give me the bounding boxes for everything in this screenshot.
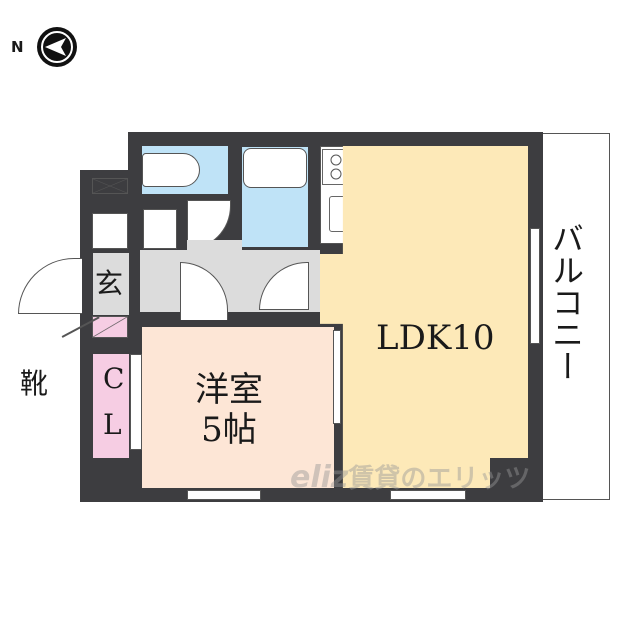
entrance-label: 玄: [95, 267, 124, 300]
closet-door: [130, 354, 142, 450]
closet-label-c: C: [103, 362, 125, 395]
washing-machine-space: [92, 213, 128, 249]
closet: [93, 354, 129, 458]
north-arrow-icon: [36, 26, 78, 68]
ldk-room-main: [354, 146, 528, 488]
shoe-storage-label: 靴: [20, 367, 49, 400]
western-room-size: 5帖: [201, 410, 257, 450]
western-room: [142, 327, 334, 488]
western-room-sliding-door: [333, 330, 341, 424]
storage-x: [92, 178, 128, 194]
entrance: [93, 253, 129, 315]
western-room-name: 洋室: [195, 370, 263, 410]
ldk-room-ext: [320, 254, 354, 312]
ldk-corner-pillar: [490, 458, 530, 490]
watermark: eliz賃貸のエリッツ: [290, 458, 530, 495]
ldk-balcony-door: [530, 228, 540, 344]
watermark-text: 賃貸のエリッツ: [348, 464, 531, 494]
watermark-logo: eliz: [290, 460, 349, 495]
ldk-label: LDK10: [376, 318, 495, 358]
balcony-label: バルコニー: [547, 222, 585, 382]
western-room-window: [187, 490, 261, 500]
closet-label-l: L: [103, 408, 122, 441]
entry-door-swing: [18, 258, 82, 314]
bathtub-icon: [243, 148, 307, 188]
shoe-storage: [92, 316, 128, 338]
toilet-icon: [142, 153, 200, 187]
hallway-upper: [187, 240, 242, 260]
washbasin: [143, 209, 177, 249]
compass-label: N: [11, 38, 24, 56]
ldk-window: [390, 490, 466, 500]
western-room-label: 洋室 5帖: [195, 370, 263, 450]
